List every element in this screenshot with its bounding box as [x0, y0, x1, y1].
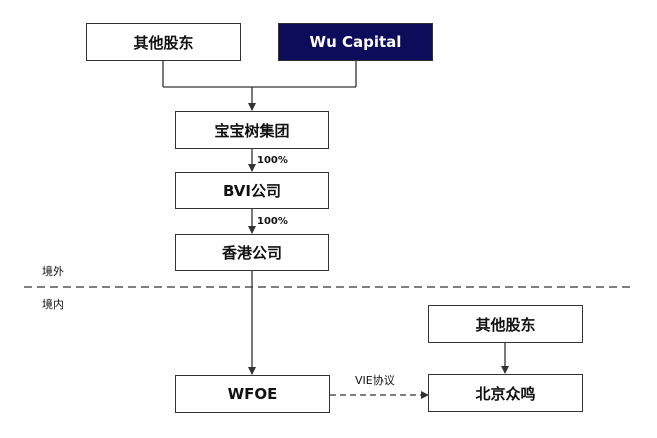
node-bvi-company: BVI公司: [175, 172, 329, 209]
edge-label-vie: VIE协议: [355, 374, 395, 387]
node-other-shareholders-right: 其他股东: [428, 305, 583, 343]
node-baobaoshu-group: 宝宝树集团: [175, 111, 329, 149]
node-hk-company: 香港公司: [175, 234, 329, 271]
edge-label-bvi-to-hk: 100%: [257, 216, 288, 227]
node-wfoe: WFOE: [175, 375, 330, 413]
node-beijing-zhongming: 北京众鸣: [428, 374, 583, 412]
edge-label-group-to-bvi: 100%: [257, 155, 288, 166]
node-other-shareholders-top: 其他股东: [86, 23, 241, 61]
zone-label-onshore: 境内: [42, 298, 64, 311]
zone-label-offshore: 境外: [42, 265, 64, 278]
node-wu-capital: Wu Capital: [278, 23, 433, 61]
